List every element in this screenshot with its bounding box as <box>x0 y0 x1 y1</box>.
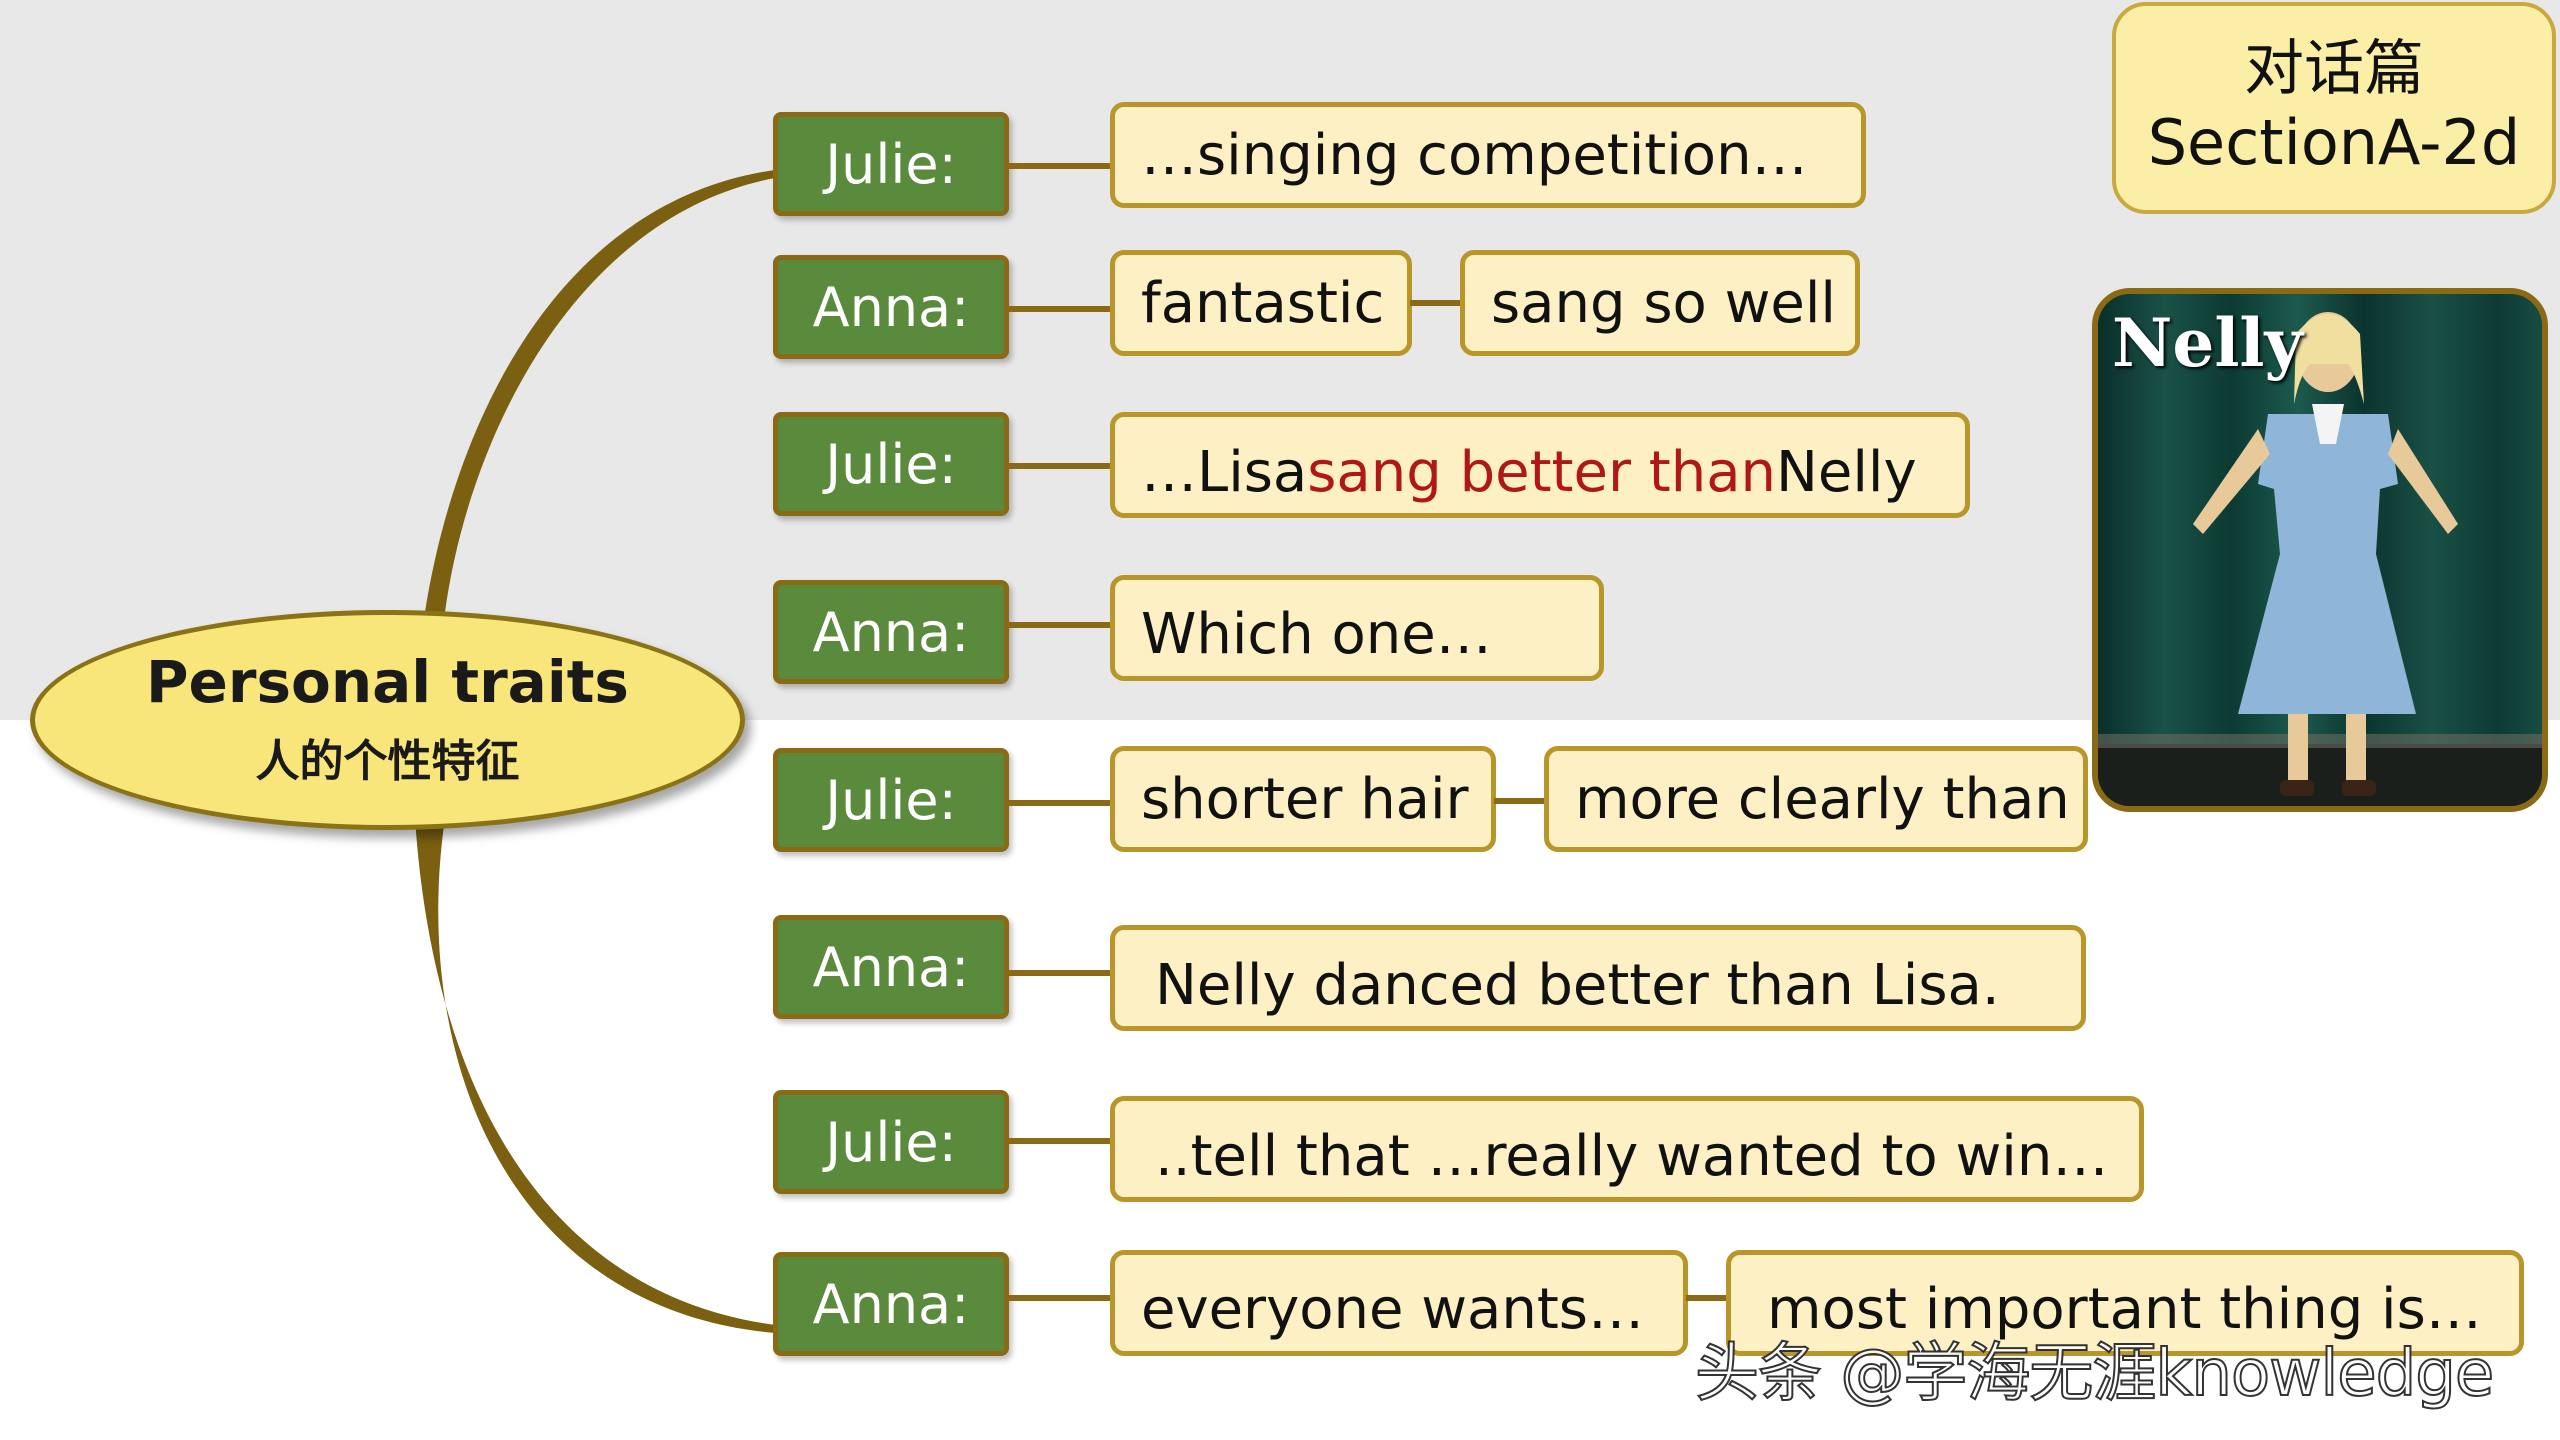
phrase-text: Nelly <box>1776 439 1917 505</box>
speaker-label: Anna: <box>773 255 1009 359</box>
speaker-label: Julie: <box>773 1090 1009 1194</box>
watermark: 头条 @学海无涯knowledge <box>1694 1336 2495 1412</box>
connector-line <box>1009 306 1112 312</box>
section-badge: 对话篇 SectionA-2d <box>2112 2 2556 214</box>
phrase-box: Nelly danced better than Lisa. <box>1110 925 2086 1031</box>
connector-line <box>1009 800 1112 806</box>
phrase-text: …Lisa <box>1141 439 1308 505</box>
connector-line <box>1009 622 1112 628</box>
phrase-box: shorter hair <box>1110 746 1496 852</box>
phrase-box: ..tell that …really wanted to win… <box>1110 1096 2144 1202</box>
phrase-box: …singing competition… <box>1110 102 1866 208</box>
phrase-box: Which one… <box>1110 575 1604 681</box>
center-topic-title: Personal traits <box>146 648 629 717</box>
branch-upper <box>425 170 775 612</box>
speaker-label: Anna: <box>773 580 1009 684</box>
singer-illustration <box>2098 294 2542 806</box>
section-badge-title: 对话篇 <box>2244 33 2424 104</box>
connector-line <box>1009 463 1112 469</box>
connector-line <box>1009 1138 1112 1144</box>
connector-line <box>1009 1295 1112 1301</box>
connector-line <box>1009 970 1112 976</box>
speaker-label: Anna: <box>773 1252 1009 1356</box>
phrase-box: most important thing is… <box>1726 1250 2524 1356</box>
phrase-box: more clearly than <box>1544 746 2088 852</box>
connector-line <box>1686 1295 1728 1301</box>
connector-line <box>1410 300 1462 306</box>
phrase-highlight: sang better than <box>1307 439 1777 505</box>
connector-line <box>1009 163 1112 169</box>
center-topic-subtitle: 人的个性特征 <box>255 735 520 787</box>
singer-photo: Nelly <box>2092 288 2548 812</box>
phrase-box: fantastic <box>1110 250 1412 356</box>
phrase-box: sang so well <box>1460 250 1860 356</box>
phrase-box: …Lisa sang better than Nelly <box>1110 412 1970 518</box>
speaker-label: Julie: <box>773 112 1009 216</box>
speaker-label: Julie: <box>773 412 1009 516</box>
speaker-label: Julie: <box>773 748 1009 852</box>
center-topic-node: Personal traits 人的个性特征 <box>30 610 745 830</box>
photo-caption: Nelly <box>2112 304 2303 382</box>
section-badge-section: SectionA-2d <box>2147 105 2521 179</box>
speaker-label: Anna: <box>773 915 1009 1019</box>
branch-lower <box>415 818 775 1333</box>
connector-line <box>1494 798 1546 804</box>
phrase-box: everyone wants… <box>1110 1250 1688 1356</box>
